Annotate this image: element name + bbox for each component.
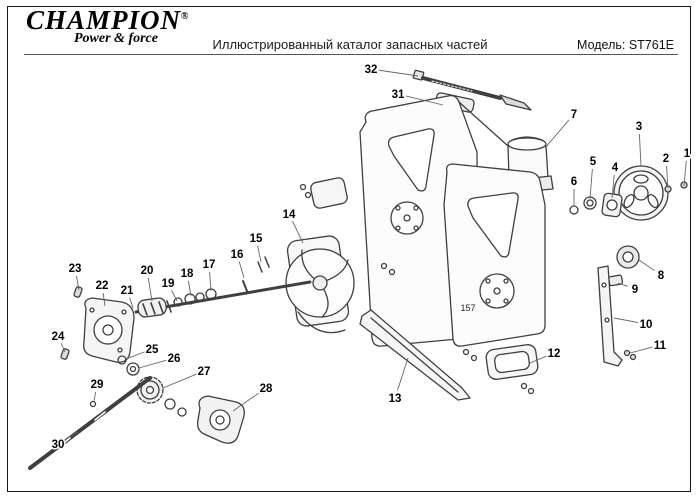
- callout-32: 32: [365, 64, 378, 76]
- callout-leader-1: [683, 160, 687, 187]
- part-pulley-wheel-3: [613, 165, 669, 221]
- callout-leader-29: [93, 391, 97, 402]
- callout-leader-12: [529, 355, 547, 364]
- part-impeller-14: [285, 235, 355, 334]
- part-support-bracket-10-11: [597, 265, 637, 367]
- callout-leader-21: [129, 297, 134, 309]
- callout-23: 23: [69, 263, 82, 275]
- callout-17: 17: [203, 259, 216, 271]
- part-misc-hardware: [380, 262, 478, 362]
- callout-31: 31: [392, 89, 405, 101]
- callout-24: 24: [52, 331, 65, 343]
- part-gearbox-22: [83, 297, 135, 363]
- callout-6: 6: [571, 176, 577, 188]
- page-title: Иллюстрированный каталог запасных частей: [212, 37, 488, 52]
- callout-20: 20: [141, 265, 154, 277]
- part-housing-right-panel: [443, 163, 546, 347]
- callout-26: 26: [168, 353, 181, 365]
- callout-leader-32: [378, 69, 419, 77]
- champion-logo: CHAMPION® Power & force: [26, 7, 190, 46]
- callout-9: 9: [632, 284, 638, 296]
- callout-leader-19: [171, 289, 178, 302]
- callout-leader-18: [187, 280, 192, 297]
- callout-12: 12: [548, 348, 561, 360]
- callout-13: 13: [389, 393, 402, 405]
- callout-leader-2: [666, 165, 669, 189]
- header-divider: [24, 54, 678, 55]
- callout-leader-24: [60, 343, 66, 353]
- registered-trademark-icon: ®: [181, 11, 190, 22]
- diagram-line-art: [28, 69, 688, 470]
- callout-leader-13: [397, 357, 409, 391]
- callout-leader-3: [638, 133, 642, 167]
- callout-27: 27: [198, 366, 211, 378]
- part-bolts-23-24: [60, 286, 83, 360]
- callout-11: 11: [654, 340, 667, 352]
- callout-leader-4: [611, 174, 615, 199]
- callout-leader-7: [544, 119, 570, 149]
- callout-leader-14: [292, 221, 304, 244]
- callout-leader-22: [102, 292, 106, 307]
- part-upper-bracket: [299, 177, 348, 209]
- callout-leader-15: [257, 245, 262, 263]
- callout-leader-17: [209, 271, 212, 292]
- logo-brand-text: CHAMPION®: [26, 5, 190, 35]
- callout-leader-28: [232, 392, 260, 412]
- callout-leader-8: [638, 259, 655, 271]
- part-scraper-bar-13: [359, 309, 471, 401]
- callout-leader-27: [162, 373, 197, 389]
- callout-8: 8: [658, 270, 665, 282]
- callout-leader-26: [138, 359, 167, 369]
- callout-7: 7: [571, 109, 577, 121]
- callout-leader-31: [405, 95, 444, 106]
- callout-15: 15: [250, 233, 263, 245]
- part-bearing-housing-28: [196, 395, 245, 444]
- callout-5: 5: [590, 156, 597, 168]
- callout-21: 21: [121, 285, 134, 297]
- callout-leader-25: [125, 351, 145, 360]
- callout-25: 25: [146, 344, 159, 356]
- callout-16: 16: [231, 249, 244, 261]
- part-bearing-flange-4-5-6: [569, 192, 623, 218]
- callout-29: 29: [91, 379, 104, 391]
- callout-28: 28: [260, 383, 273, 395]
- callout-19: 19: [162, 278, 175, 290]
- callout-leader-10: [613, 317, 639, 323]
- callout-18: 18: [181, 268, 194, 280]
- callout-30: 30: [52, 439, 65, 451]
- callout-leader-30: [64, 431, 79, 441]
- callout-10: 10: [640, 319, 653, 331]
- callout-3: 3: [636, 121, 642, 133]
- figure-note: 157: [460, 303, 475, 313]
- part-hex-shaft-29-30: [28, 376, 152, 470]
- part-washers-gear-25-27: [117, 355, 187, 417]
- callout-22: 22: [96, 280, 109, 292]
- part-chute-base-12: [485, 344, 539, 395]
- part-small-pulley-8: [616, 245, 640, 269]
- logo-tagline: Power & force: [74, 31, 158, 46]
- part-housing-left-panel: [359, 94, 509, 347]
- callout-leader-9: [617, 282, 628, 287]
- page-border-frame: [7, 6, 691, 492]
- callout-layer: 1234567891011121314151617181920212223242…: [50, 63, 692, 453]
- part-bolt-32: [412, 69, 532, 111]
- callout-14: 14: [283, 209, 296, 221]
- callout-leader-5: [589, 168, 593, 200]
- callout-1: 1: [684, 148, 691, 160]
- callout-leader-11: [629, 346, 653, 354]
- callout-leader-16: [238, 261, 245, 279]
- model-label: Модель: ST761E: [577, 38, 674, 52]
- part-auger-shaft-15-21: [134, 256, 312, 318]
- callout-4: 4: [612, 162, 619, 174]
- callout-leader-20: [147, 277, 153, 302]
- callout-2: 2: [663, 153, 669, 165]
- callout-leader-23: [75, 275, 80, 291]
